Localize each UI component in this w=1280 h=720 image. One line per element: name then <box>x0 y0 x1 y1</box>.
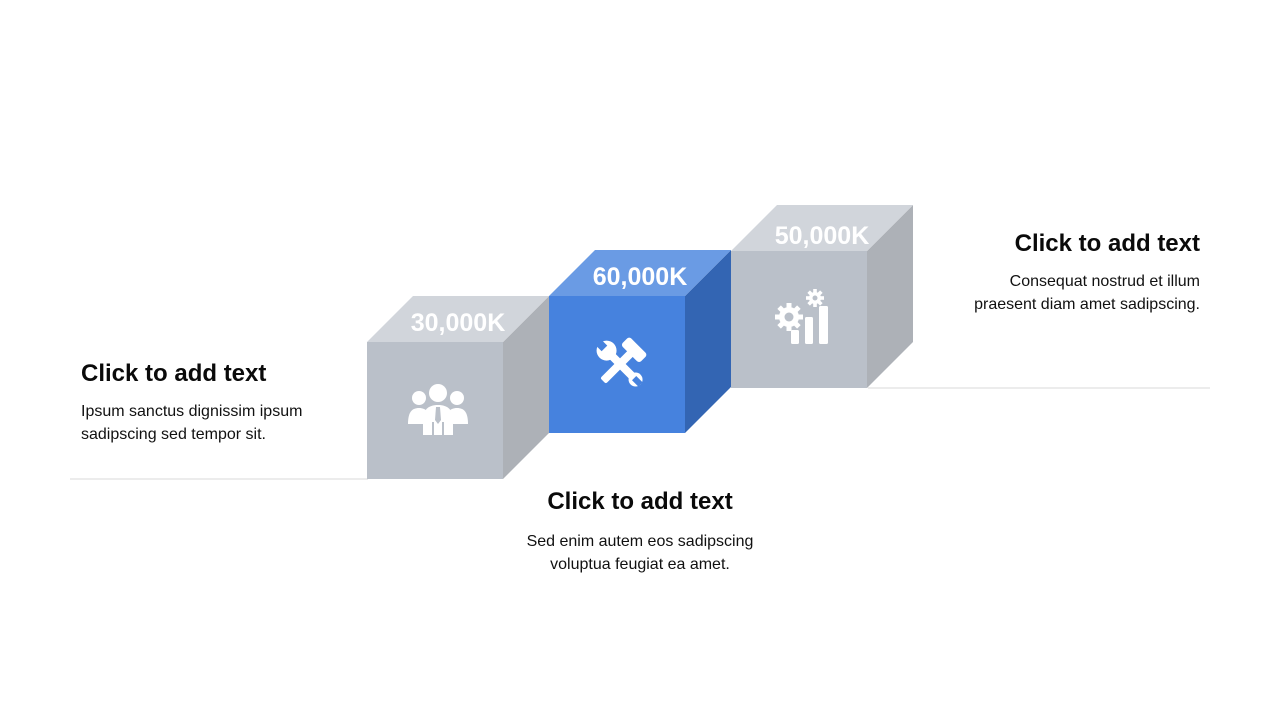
step-3-description-line1[interactable]: Consequat nostrud et illum <box>1009 273 1200 290</box>
step-1-text: Click to add text Ipsum sanctus dignissi… <box>81 360 371 446</box>
cube-1-value: 30,000K <box>411 309 506 337</box>
cube-1: 30,000K <box>367 296 549 479</box>
team-icon <box>408 384 468 435</box>
cube-3-side <box>867 205 913 388</box>
step-2-text: Click to add text Sed enim autem eos sad… <box>500 488 780 576</box>
step-3-text: Click to add text Consequat nostrud et i… <box>920 230 1200 316</box>
cube-2-top <box>549 250 731 296</box>
step-2-title[interactable]: Click to add text <box>547 488 733 515</box>
cube-1-top <box>367 296 549 342</box>
step-1-description-line1[interactable]: Ipsum sanctus dignissim ipsum <box>81 403 303 420</box>
cube-1-side <box>503 296 549 479</box>
cube-2-value: 60,000K <box>593 263 688 291</box>
step-2-description-line2[interactable]: voluptua feugiat ea amet. <box>550 556 730 573</box>
cube-2: 60,000K <box>549 250 731 433</box>
step-3-description-line2[interactable]: praesent diam amet sadipscing. <box>974 296 1200 313</box>
cube-3: 50,000K <box>731 205 913 388</box>
step-1-description-line2[interactable]: sadipscing sed tempor sit. <box>81 426 266 443</box>
gear-chart-icon <box>775 289 828 344</box>
cube-3-top <box>731 205 913 251</box>
tools-icon <box>595 337 647 387</box>
step-1-title[interactable]: Click to add text <box>81 360 267 387</box>
step-3-title[interactable]: Click to add text <box>1014 230 1200 257</box>
cube-3-value: 50,000K <box>775 222 870 250</box>
step-2-description-line1[interactable]: Sed enim autem eos sadipscing <box>526 533 754 550</box>
cube-2-side <box>685 250 731 433</box>
